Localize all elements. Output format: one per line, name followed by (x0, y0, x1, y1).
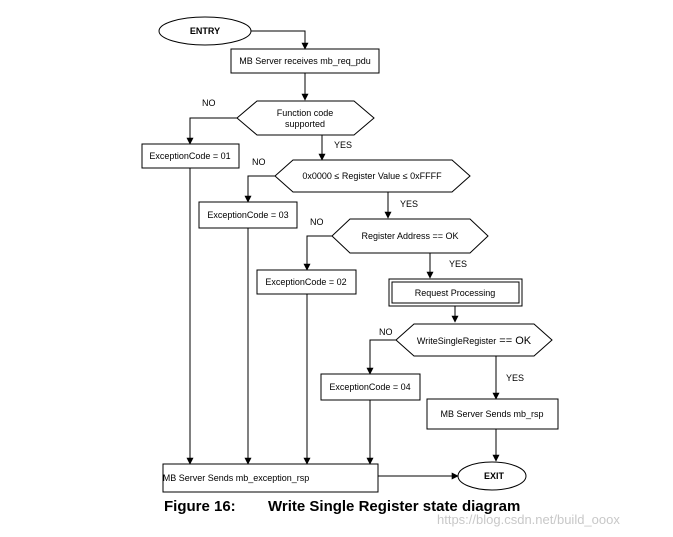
exception-04-label: ExceptionCode = 04 (329, 382, 410, 392)
exception-02-box (256, 269, 357, 295)
exception-02-label: ExceptionCode = 02 (265, 277, 346, 287)
register-address-label: Register Address == OK (361, 231, 458, 241)
edge-register-value-no (244, 175, 275, 203)
register-value-label: 0x0000 ≤ Register Value ≤ 0xFFFF (302, 171, 442, 181)
no-label-register-value: NO (252, 157, 266, 167)
no-label-write: NO (379, 327, 393, 337)
edge-register-address-no (303, 235, 332, 271)
function-code-label-line1: Function code (277, 108, 334, 118)
sends-rsp-box (426, 398, 559, 430)
write-single-register-decision (395, 323, 553, 357)
exception-01-label: ExceptionCode = 01 (149, 151, 230, 161)
exit-terminal (457, 461, 527, 491)
sends-exception-label: MB Server Sends mb_exception_rsp (163, 473, 310, 483)
edge-write-no (366, 339, 396, 375)
watermark: https://blog.csdn.net/build_ooox (437, 512, 620, 527)
request-processing-box (388, 278, 523, 307)
write-single-register-label: WriteSingleRegister == OK (417, 335, 532, 347)
node-texts: ENTRY MB Server receives mb_req_pdu Func… (149, 26, 543, 483)
register-value-decision (274, 159, 471, 193)
entry-terminal (158, 16, 252, 46)
connectors (186, 30, 500, 480)
function-code-label-line2: supported (285, 119, 325, 129)
exception-04-box (320, 373, 421, 401)
yes-label-function-code: YES (334, 140, 352, 150)
sends-exception-box (162, 463, 379, 493)
request-processing-inner (391, 281, 520, 304)
exception-03-label: ExceptionCode = 03 (207, 210, 288, 220)
receive-label: MB Server receives mb_req_pdu (239, 56, 371, 66)
sends-rsp-label: MB Server Sends mb_rsp (440, 409, 543, 419)
no-label-register-address: NO (310, 217, 324, 227)
branch-labels: NO YES NO YES NO YES NO YES (202, 98, 524, 383)
write-single-register-name: WriteSingleRegister (417, 336, 496, 346)
yes-label-register-address: YES (449, 259, 467, 269)
request-processing-label: Request Processing (415, 288, 496, 298)
receive-box (230, 48, 380, 74)
shapes (141, 16, 559, 493)
figure-title: Write Single Register state diagram (268, 498, 520, 515)
function-code-decision (236, 100, 375, 136)
exception-03-box (198, 201, 298, 229)
yes-label-write: YES (506, 373, 524, 383)
edge-entry-to-receive (251, 30, 309, 50)
write-single-register-rest: == OK (496, 335, 532, 347)
exception-01-box (141, 143, 240, 169)
entry-label: ENTRY (190, 26, 220, 36)
exit-label: EXIT (484, 471, 505, 481)
edge-function-code-no (186, 117, 237, 145)
no-label-function-code: NO (202, 98, 216, 108)
register-address-decision (331, 218, 489, 254)
yes-label-register-value: YES (400, 199, 418, 209)
figure-number: Figure 16: (164, 498, 236, 515)
